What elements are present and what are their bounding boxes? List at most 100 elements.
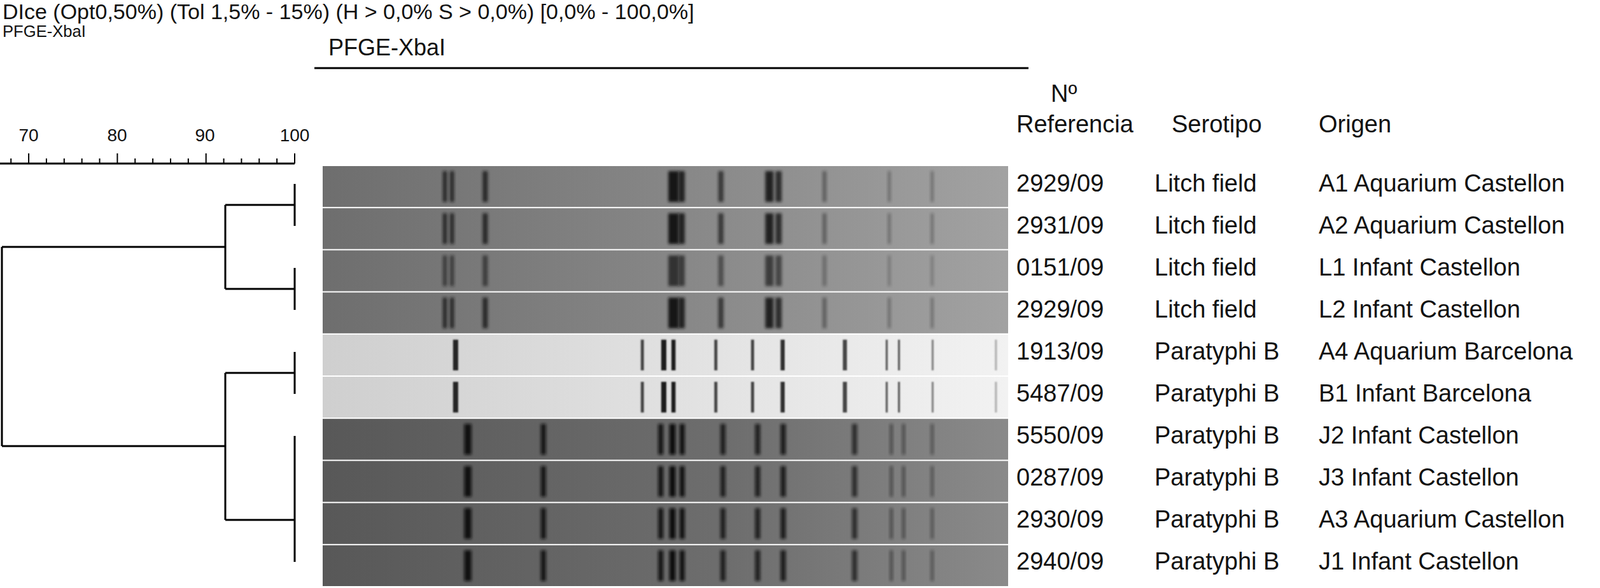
origin-cell: J2 Infant Castellon (1318, 421, 1520, 450)
axis-tick (223, 158, 225, 164)
dna-band (780, 508, 786, 540)
axis-tick (169, 158, 172, 164)
dna-band (482, 297, 488, 329)
tree-branch (1, 246, 4, 447)
serotype-cell: Paratyphi B (1154, 337, 1280, 366)
dna-band (464, 508, 472, 540)
dna-band (889, 508, 893, 540)
dna-band (671, 381, 676, 413)
dna-band (540, 508, 547, 540)
dna-band (640, 339, 645, 371)
lane-ground (322, 503, 1009, 545)
reference-cell: 2931/09 (1016, 211, 1104, 240)
dna-band (852, 508, 858, 540)
dna-band (754, 550, 760, 582)
method-name: PFGE-XbaI (2, 22, 86, 41)
axis-tick (116, 153, 118, 164)
axis-number: 70 (18, 125, 39, 146)
tree-branch (294, 435, 296, 562)
dna-band (671, 339, 676, 371)
serotype-cell: Paratyphi B (1154, 505, 1280, 534)
column-header: Serotipo (1171, 110, 1263, 139)
dna-band (887, 171, 892, 202)
column-header: Origen (1318, 110, 1392, 139)
serotype-cell: Paratyphi B (1154, 379, 1280, 408)
serotype-cell: Paratyphi B (1154, 547, 1280, 576)
dna-band (780, 550, 786, 582)
lane-ground (322, 418, 1009, 460)
dna-band (720, 423, 726, 455)
reference-cell: 2929/09 (1016, 169, 1104, 198)
dna-band (669, 423, 676, 455)
gel-title: PFGE-XbaI (328, 34, 446, 61)
dna-band (540, 465, 547, 497)
dna-band (482, 171, 488, 202)
lane-ground (322, 250, 1009, 291)
dna-band (668, 171, 679, 202)
dna-band (679, 423, 685, 455)
dna-band (661, 381, 667, 413)
axis-tick (152, 158, 154, 164)
dna-band (764, 255, 774, 286)
gel-lane (322, 166, 1009, 207)
dna-band (930, 171, 934, 202)
dna-band (885, 339, 888, 371)
tree-branch (225, 288, 295, 291)
column-header: Nº (1050, 80, 1077, 109)
axis-tick (187, 158, 190, 164)
dna-band (852, 423, 858, 455)
axis-number: 100 (280, 125, 310, 146)
dna-band (930, 550, 934, 582)
dna-band (658, 550, 664, 582)
gel-lane (322, 334, 1009, 376)
gel-lane (322, 250, 1009, 291)
dna-band (442, 297, 447, 329)
dna-band (930, 213, 934, 244)
dna-band (764, 213, 774, 244)
dna-band (720, 550, 726, 582)
dna-band (764, 171, 774, 202)
dna-band (464, 550, 472, 582)
dna-band (679, 508, 685, 540)
origin-cell: J1 Infant Castellon (1318, 547, 1520, 576)
gel-image (322, 166, 1009, 587)
serotype-cell: Litch field (1154, 211, 1257, 240)
dna-band (780, 465, 786, 497)
axis-tick (28, 153, 30, 164)
dna-band (720, 508, 726, 540)
dna-band (780, 423, 786, 455)
dna-band (889, 550, 893, 582)
axis-tick (240, 158, 242, 164)
lane-ground (322, 208, 1009, 249)
dna-band (540, 423, 547, 455)
dna-band (852, 550, 858, 582)
dna-band (754, 465, 760, 497)
dna-band (442, 213, 447, 244)
dna-band (901, 550, 906, 582)
method-header: DIce (Opt0,50%) (Tol 1,5% - 15%) (H > 0,… (2, 0, 695, 25)
dna-band (720, 465, 726, 497)
dna-band (754, 423, 760, 455)
lane-ground (322, 334, 1009, 376)
gel-lane (322, 503, 1009, 545)
gel-lane (322, 460, 1009, 502)
dna-band (887, 213, 892, 244)
dna-band (754, 508, 760, 540)
dna-band (449, 297, 454, 329)
dna-band (930, 255, 934, 286)
axis-line (0, 162, 295, 165)
dna-band (901, 508, 906, 540)
dna-band (449, 213, 454, 244)
dna-band (668, 297, 679, 329)
origin-cell: A3 Aquarium Castellon (1318, 505, 1565, 534)
dna-band (775, 255, 783, 286)
axis-tick (258, 158, 260, 164)
axis-number: 90 (194, 125, 215, 146)
dna-band (780, 339, 785, 371)
axis-tick (294, 153, 296, 164)
dna-band (822, 171, 827, 202)
column-header: Referencia (1016, 110, 1134, 139)
dna-band (994, 339, 997, 371)
dna-band (449, 171, 454, 202)
